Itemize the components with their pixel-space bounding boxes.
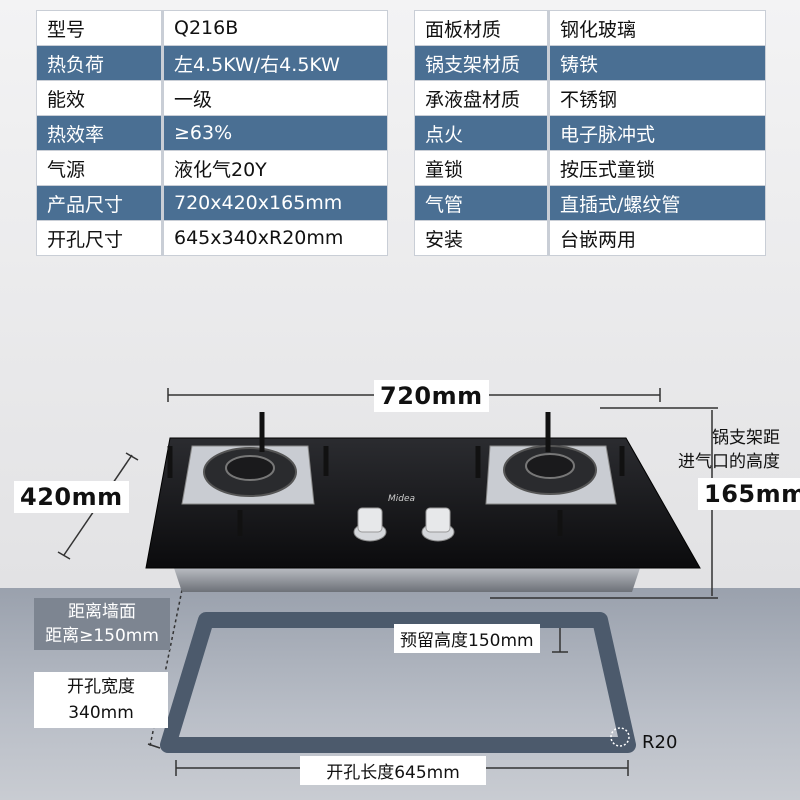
cutout-width-tick xyxy=(147,743,161,749)
spec-value: 台嵌两用 xyxy=(548,220,766,256)
radius-label: R20 xyxy=(642,732,678,753)
spec-value: 电子脉冲式 xyxy=(548,115,766,151)
cutout-outline xyxy=(160,612,636,753)
cutout-width-label: 开孔宽度 340mm xyxy=(34,672,168,728)
spec-key: 面板材质 xyxy=(414,10,550,46)
depth-label: 420mm xyxy=(14,481,129,513)
burner-right xyxy=(475,412,625,536)
knob-right xyxy=(421,507,455,542)
spec-row: 气源液化气20Y xyxy=(36,150,388,186)
spec-key: 热负荷 xyxy=(36,45,164,81)
depth-tick-bottom xyxy=(57,551,71,560)
spec-value: 一级 xyxy=(162,80,388,116)
height-caption: 锅支架距 进气口的高度 xyxy=(678,426,780,474)
height-caption-line2: 进气口的高度 xyxy=(678,452,780,472)
spec-row: 能效一级 xyxy=(36,80,388,116)
spec-value: 液化气20Y xyxy=(162,150,388,186)
height-caption-line1: 锅支架距 xyxy=(712,428,780,448)
spec-row: 面板材质钢化玻璃 xyxy=(414,10,766,46)
reserve-height-label: 预留高度150mm xyxy=(394,624,540,653)
burner-left xyxy=(167,412,329,536)
depth-tick-top xyxy=(125,452,139,461)
spec-row: 承液盘材质不锈钢 xyxy=(414,80,766,116)
cutout-length-label: 开孔长度645mm xyxy=(300,756,486,785)
burner-right-cap xyxy=(525,453,575,479)
spec-key: 童锁 xyxy=(414,150,550,186)
spec-value: ≥63% xyxy=(162,115,388,151)
spec-row: 点火电子脉冲式 xyxy=(414,115,766,151)
cutout-width-line2: 340mm xyxy=(68,703,134,723)
spec-key: 承液盘材质 xyxy=(414,80,550,116)
wall-distance-label: 距离墙面 距离≥150mm xyxy=(34,598,170,650)
burner-left-cap xyxy=(225,455,275,481)
spec-value: 不锈钢 xyxy=(548,80,766,116)
spec-key: 锅支架材质 xyxy=(414,45,550,81)
cooktop-base-tray xyxy=(174,568,640,592)
pot-support-right xyxy=(475,412,625,536)
radius-marker xyxy=(610,727,630,747)
spec-value: 直插式/螺纹管 xyxy=(548,185,766,221)
spec-value: 左4.5KW/右4.5KW xyxy=(162,45,388,81)
spec-value: 720x420x165mm xyxy=(162,185,388,221)
spec-key: 热效率 xyxy=(36,115,164,151)
spec-key: 产品尺寸 xyxy=(36,185,164,221)
spec-key: 能效 xyxy=(36,80,164,116)
spec-key: 气源 xyxy=(36,150,164,186)
height-label: 165mm xyxy=(698,478,800,510)
spec-value: 钢化玻璃 xyxy=(548,10,766,46)
wall-distance-line2: 距离≥150mm xyxy=(45,626,159,646)
cutout-frame xyxy=(160,612,636,753)
cooktop xyxy=(145,412,701,592)
spec-key: 型号 xyxy=(36,10,164,46)
spec-table-right: 面板材质钢化玻璃 锅支架材质铸铁 承液盘材质不锈钢 点火电子脉冲式 童锁按压式童… xyxy=(414,10,766,256)
pot-support-left xyxy=(167,412,329,536)
spec-value: 645x340xR20mm xyxy=(162,220,388,256)
spec-key: 安装 xyxy=(414,220,550,256)
spec-row: 热效率≥63% xyxy=(36,115,388,151)
cutout-width-line1: 开孔宽度 xyxy=(67,677,135,697)
knob-left xyxy=(353,507,387,542)
spec-row: 安装台嵌两用 xyxy=(414,220,766,256)
spec-row: 气管直插式/螺纹管 xyxy=(414,185,766,221)
spec-key: 开孔尺寸 xyxy=(36,220,164,256)
spec-value: 铸铁 xyxy=(548,45,766,81)
spec-row: 锅支架材质铸铁 xyxy=(414,45,766,81)
spec-value: Q216B xyxy=(162,10,388,46)
wall-distance-line1: 距离墙面 xyxy=(68,602,136,622)
width-label: 720mm xyxy=(374,380,489,412)
midea-logo: Midea xyxy=(388,494,416,504)
spec-row: 热负荷左4.5KW/右4.5KW xyxy=(36,45,388,81)
